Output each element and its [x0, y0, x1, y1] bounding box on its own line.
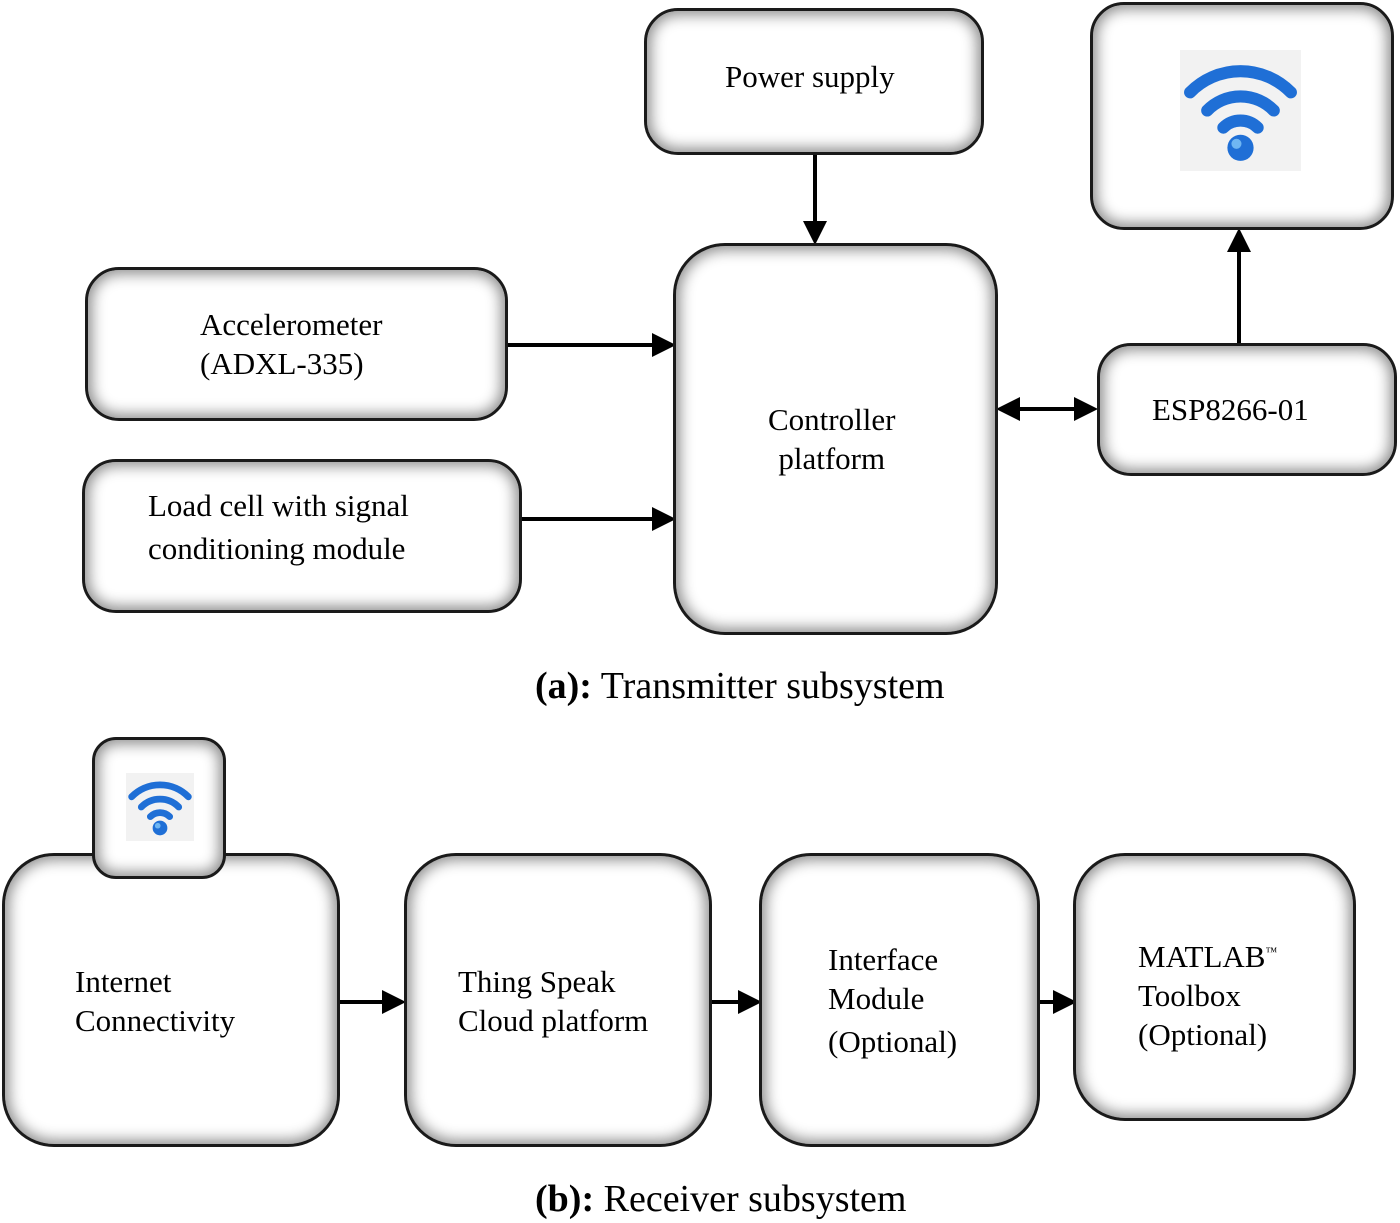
- load-cell-label: Load cell with signal conditioning modul…: [148, 486, 409, 568]
- thingspeak-label-line1: Thing Speak: [458, 964, 616, 999]
- internet-connectivity-label: Internet Connectivity: [75, 962, 235, 1040]
- load-cell-box: [82, 459, 522, 613]
- caption-receiver: (b): Receiver subsystem: [535, 1177, 906, 1221]
- internet-label-line1: Internet: [75, 964, 172, 999]
- caption-receiver-text: Receiver subsystem: [603, 1178, 907, 1220]
- caption-transmitter-prefix: (a):: [535, 665, 592, 707]
- trademark-symbol: ™: [1265, 944, 1278, 959]
- caption-transmitter-text: Transmitter subsystem: [600, 665, 945, 707]
- caption-receiver-prefix: (b):: [535, 1178, 595, 1220]
- internet-label-line2: Connectivity: [75, 1003, 236, 1038]
- accelerometer-label-line2: (ADXL-335): [200, 346, 364, 381]
- interface-module-label: Interface Module (Optional): [828, 940, 957, 1061]
- power-supply-label: Power supply: [725, 59, 895, 94]
- wifi-icon: [1180, 50, 1301, 171]
- interface-module-box: [759, 853, 1040, 1147]
- accelerometer-box: [85, 267, 508, 421]
- accelerometer-label-line1: Accelerometer: [200, 307, 383, 342]
- controller-platform-label: Controller platform: [768, 400, 895, 478]
- controller-label-line2: platform: [778, 441, 886, 476]
- esp8266-label: ESP8266-01: [1152, 392, 1309, 427]
- matlab-toolbox-label: MATLAB™ Toolbox (Optional): [1138, 937, 1277, 1054]
- thingspeak-label-line2: Cloud platform: [458, 1003, 649, 1038]
- interface-label-line3: (Optional): [828, 1024, 958, 1059]
- interface-label-line2: Module: [828, 981, 925, 1016]
- matlab-label-line2: Toolbox: [1138, 978, 1241, 1013]
- matlab-name: MATLAB: [1138, 939, 1266, 974]
- controller-label-line1: Controller: [768, 402, 896, 437]
- thingspeak-label: Thing Speak Cloud platform: [458, 962, 648, 1040]
- matlab-label-line3: (Optional): [1138, 1017, 1268, 1052]
- thingspeak-box: [404, 853, 712, 1147]
- accelerometer-label: Accelerometer (ADXL-335): [200, 305, 382, 383]
- esp8266-box: [1097, 343, 1397, 476]
- wifi-icon: [126, 773, 194, 841]
- caption-transmitter: (a): Transmitter subsystem: [535, 664, 945, 708]
- power-supply-box: [644, 8, 984, 155]
- internet-connectivity-box: [2, 853, 340, 1147]
- load-cell-label-line2: conditioning module: [148, 531, 406, 566]
- load-cell-label-line1: Load cell with signal: [148, 488, 409, 523]
- matlab-toolbox-box: [1073, 853, 1356, 1121]
- interface-label-line1: Interface: [828, 942, 939, 977]
- matlab-label-line1: MATLAB™: [1138, 937, 1277, 976]
- controller-platform-box: [673, 243, 998, 635]
